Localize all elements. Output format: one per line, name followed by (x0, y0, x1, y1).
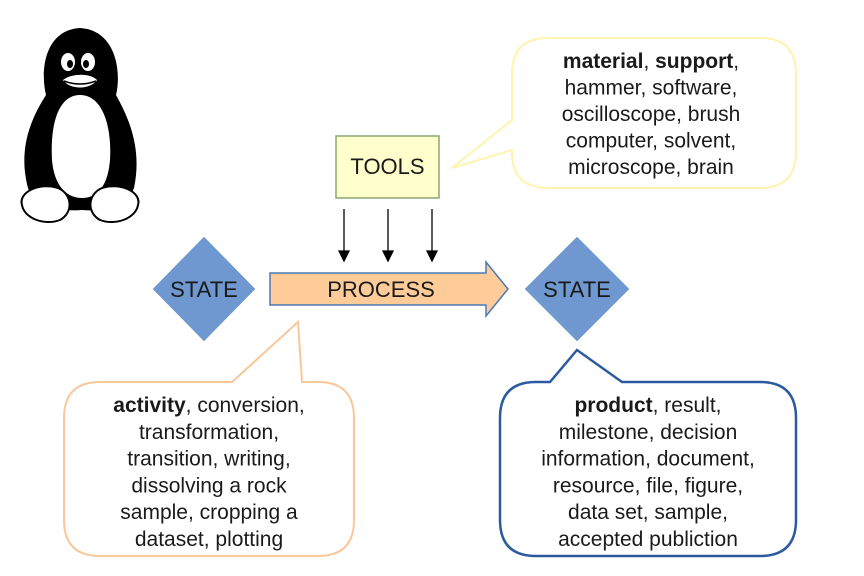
state-callout-line-2: milestone, decision (559, 421, 738, 444)
process-arrow: PROCESS (269, 259, 509, 319)
tools-callout-line-4: computer, solvent, (566, 130, 736, 153)
state-diamond-right: STATE (523, 235, 631, 343)
tools-callout-line-1-part-2: , (643, 50, 655, 73)
process-callout-line-1-part-1: activity (113, 394, 186, 417)
tools-callout-line-1-part-3: support (655, 50, 733, 73)
process-callout-text: activity, conversion, transformation, tran… (113, 394, 304, 551)
state-callout-line-1-part-1: product (574, 394, 652, 417)
state-callout-line-6: accepted publiction (558, 528, 738, 551)
state-left-label: STATE (170, 277, 238, 302)
process-callout-line-3: transition, writing, (127, 448, 290, 471)
penguin-icon (20, 28, 140, 224)
process-callout-line-5: sample, cropping a (120, 501, 298, 524)
tools-callout-line-3: oscilloscope, brush (562, 103, 741, 126)
tools-callout-line-1-part-4: , (733, 50, 739, 73)
tools-callout-line-1-part-1: material (563, 50, 644, 73)
process-callout-line-2: transformation, (139, 421, 279, 444)
arrow-head-3 (425, 250, 439, 263)
process-label: PROCESS (327, 277, 435, 302)
state-callout-line-5: data set, sample, (568, 501, 728, 524)
tools-callout-text: material, support, hammer, software, oscil… (562, 50, 741, 179)
state-callout-line-4: resource, file, figure, (553, 474, 743, 497)
tools-callout: material, support, hammer, software, oscil… (451, 37, 797, 189)
arrow-head-2 (381, 250, 395, 263)
process-callout-line-4: dissolving a rock (131, 474, 287, 497)
state-callout-text: product, result, milestone, decision infor… (541, 394, 755, 551)
state-diamond-left: STATE (151, 235, 257, 343)
state-callout: product, result, milestone, decision infor… (498, 348, 798, 558)
state-callout-line-1-part-2: , result, (653, 394, 722, 417)
tools-arrows (337, 209, 439, 263)
tools-callout-line-2: hammer, software, (565, 77, 738, 100)
state-right-label: STATE (543, 277, 611, 302)
tools-box: TOOLS (335, 135, 440, 199)
tools-callout-line-5: microscope, brain (568, 156, 734, 179)
state-callout-line-3: information, document, (541, 448, 755, 471)
arrow-head-1 (337, 250, 351, 263)
process-callout: activity, conversion, transformation, tran… (63, 319, 355, 557)
process-callout-line-1-part-2: , conversion, (186, 394, 305, 417)
process-callout-line-6: dataset, plotting (135, 528, 283, 551)
tools-label: TOOLS (350, 154, 424, 179)
